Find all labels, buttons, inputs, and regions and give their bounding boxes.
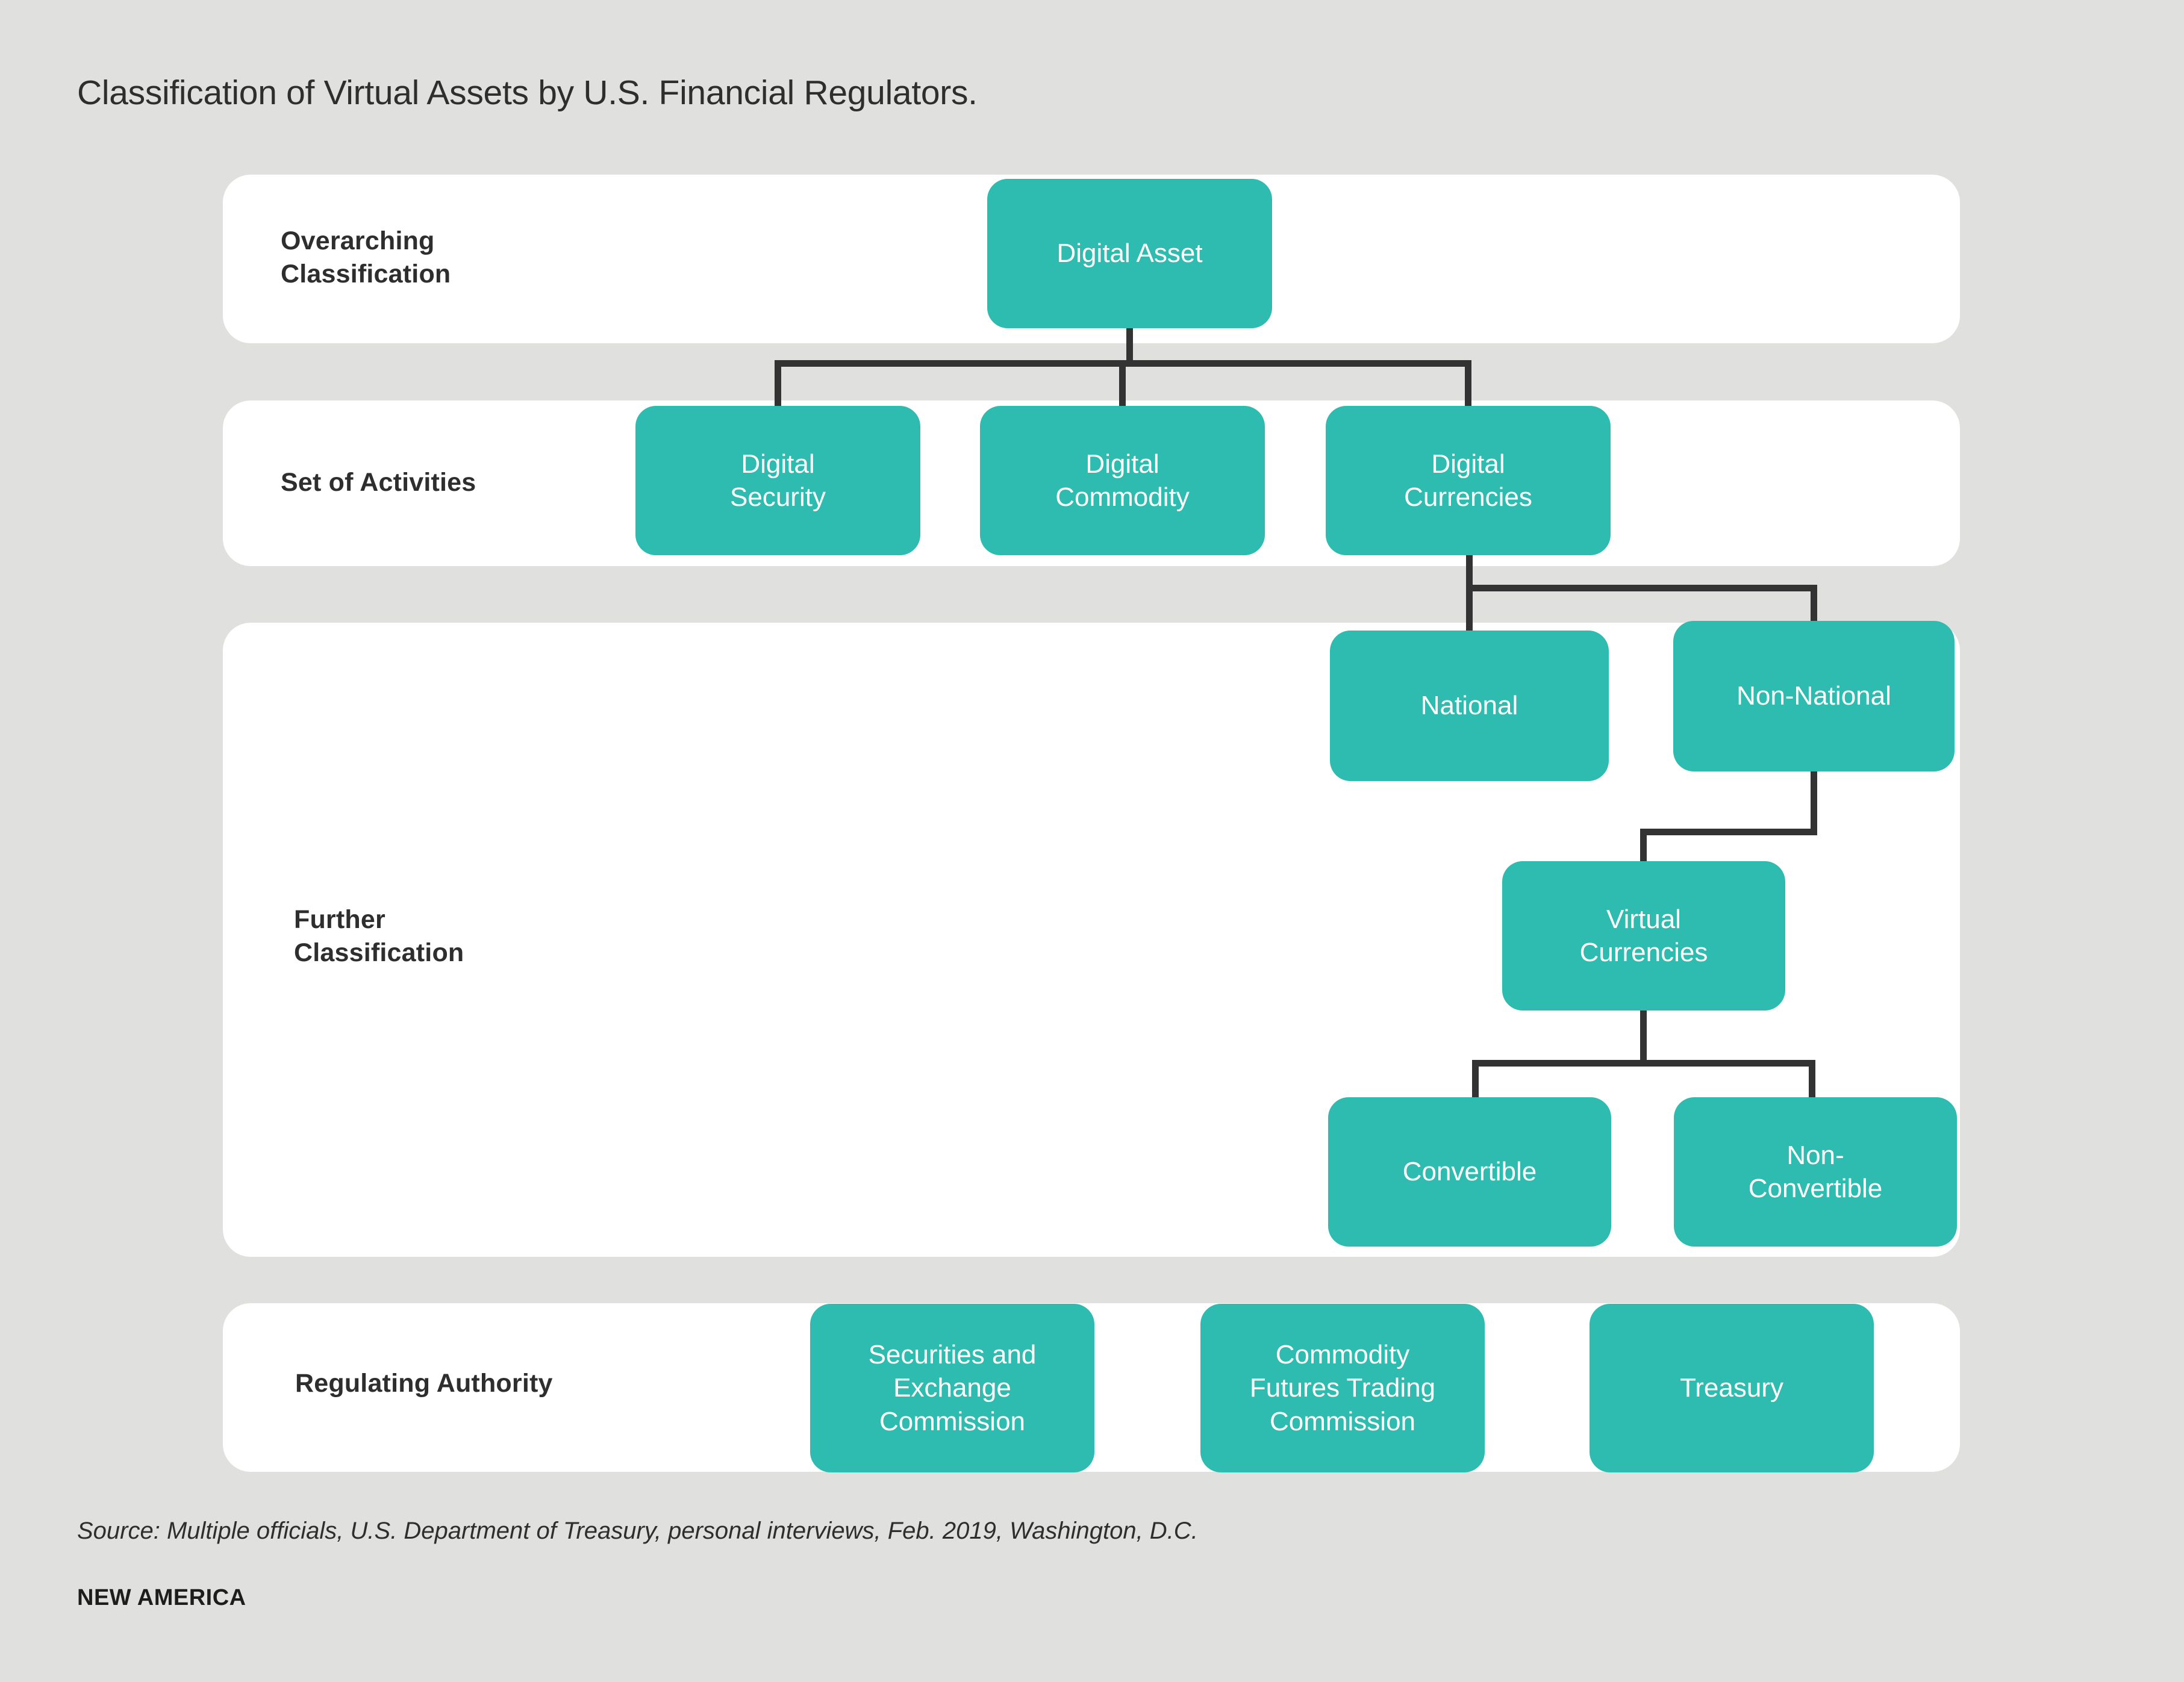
node-digital-security[interactable]: Digital Security xyxy=(635,406,920,555)
connector-convertible-bus xyxy=(1472,1060,1815,1067)
connector-digital-asset-stem xyxy=(1126,325,1133,364)
node-convertible[interactable]: Convertible xyxy=(1328,1097,1611,1247)
connector-drop-digital-commodity xyxy=(1119,360,1126,412)
connector-drop-convertible xyxy=(1472,1060,1479,1103)
row-label-overarching: Overarching Classification xyxy=(281,226,451,289)
row-label-activities: Set of Activities xyxy=(281,468,476,497)
node-virtual-currencies[interactable]: Virtual Currencies xyxy=(1502,861,1785,1011)
node-securities-and-exchange-commission[interactable]: Securities and Exchange Commission xyxy=(810,1304,1094,1472)
node-treasury[interactable]: Treasury xyxy=(1590,1304,1874,1472)
node-digital-commodity[interactable]: Digital Commodity xyxy=(980,406,1265,555)
node-national[interactable]: National xyxy=(1330,631,1609,781)
node-digital-asset[interactable]: Digital Asset xyxy=(987,179,1272,328)
brand-logo: NEW AMERICA xyxy=(77,1585,246,1610)
connector-drop-non-convertible xyxy=(1809,1060,1815,1103)
node-commodity-futures-trading-commission[interactable]: Commodity Futures Trading Commission xyxy=(1200,1304,1485,1472)
node-digital-currencies[interactable]: Digital Currencies xyxy=(1326,406,1611,555)
connector-digital-currencies-stem xyxy=(1466,552,1473,638)
node-non-national[interactable]: Non-National xyxy=(1673,621,1955,771)
connector-drop-digital-currencies xyxy=(1465,360,1471,412)
source-note: Source: Multiple officials, U.S. Departm… xyxy=(77,1518,1198,1544)
page-title: Classification of Virtual Assets by U.S.… xyxy=(77,73,978,112)
row-label-further: Further Classification xyxy=(294,905,464,968)
connector-drop-digital-security xyxy=(775,360,781,412)
node-non-convertible[interactable]: Non- Convertible xyxy=(1674,1097,1957,1247)
connector-drop-virtual-currencies xyxy=(1640,829,1647,866)
connector-currency-bus xyxy=(1466,585,1817,591)
connector-non-national-stem xyxy=(1811,769,1817,835)
connector-virtual-bus xyxy=(1640,829,1817,835)
connector-drop-non-national xyxy=(1811,585,1817,628)
row-label-authority: Regulating Authority xyxy=(295,1369,553,1398)
connector-virtual-currencies-stem xyxy=(1640,1007,1647,1066)
